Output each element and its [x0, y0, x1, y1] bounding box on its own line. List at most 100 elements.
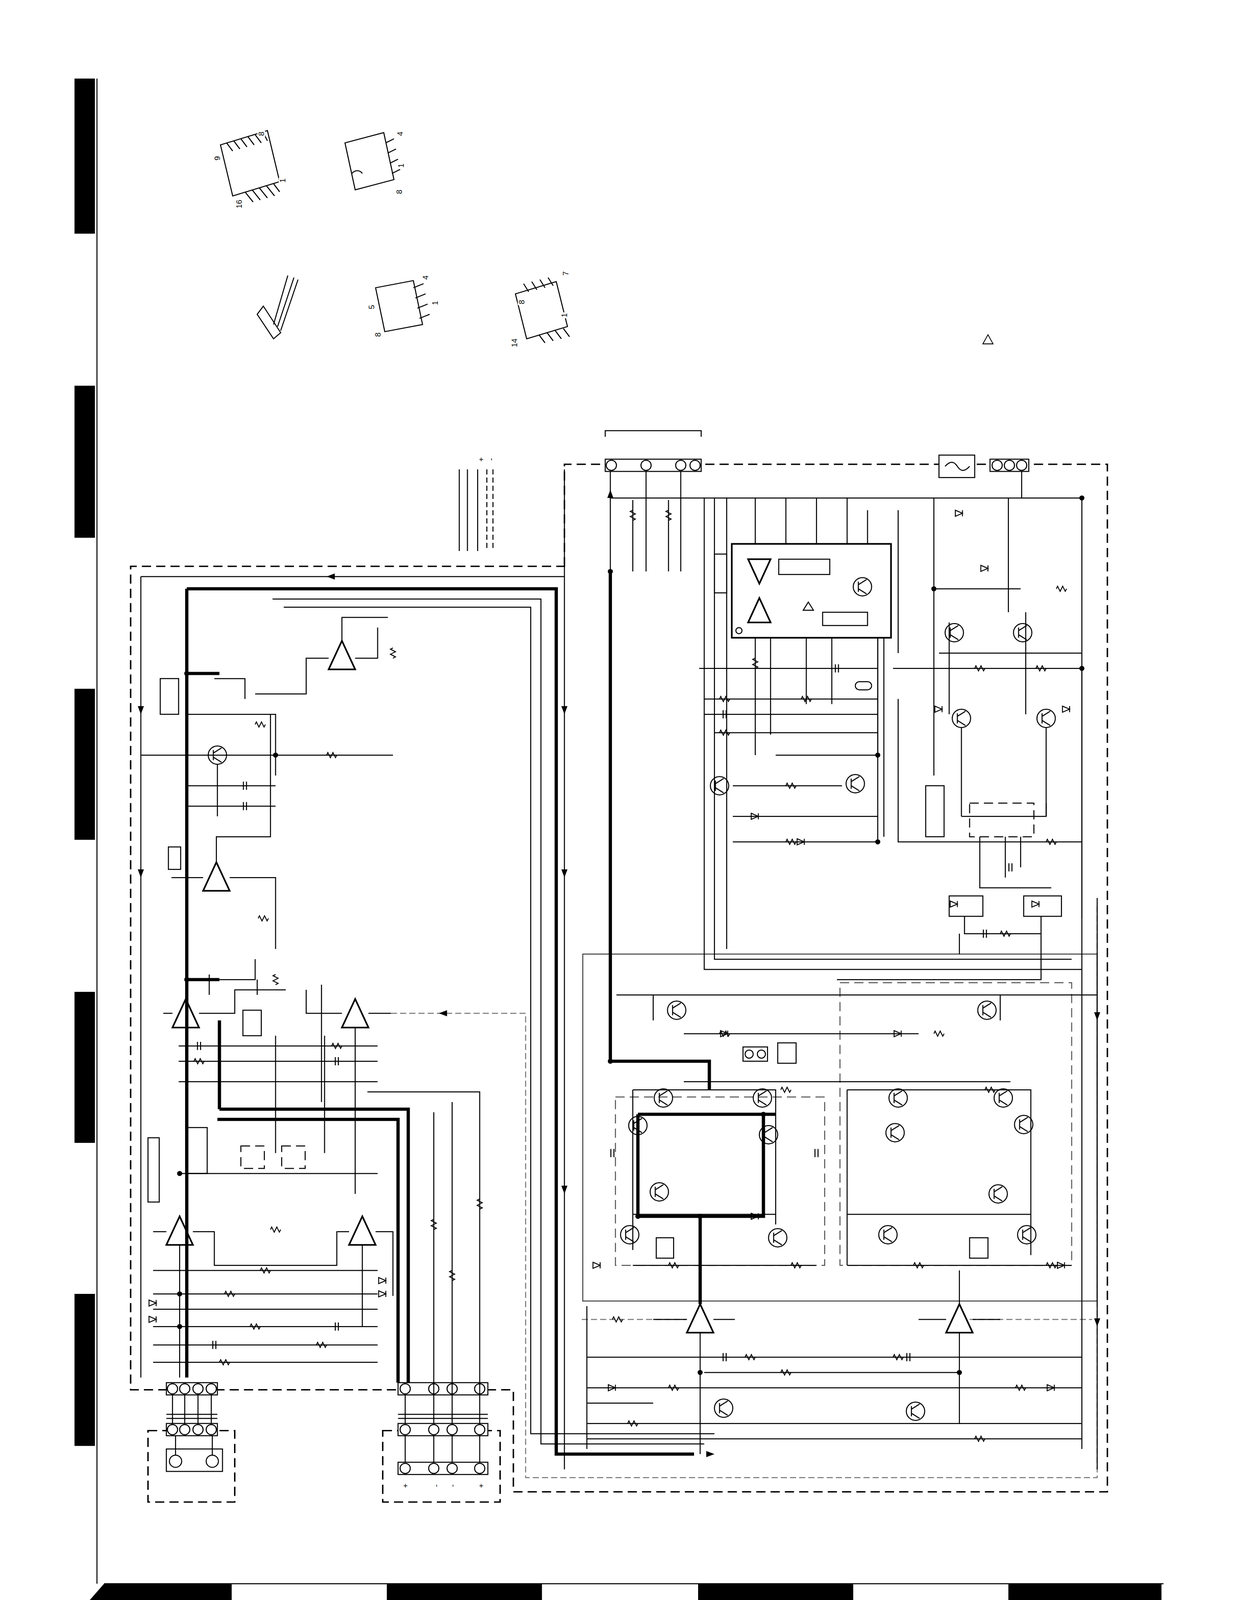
wire — [272, 599, 715, 1445]
component-outline — [925, 786, 945, 838]
component-symbol — [686, 1304, 714, 1334]
terminal-circle — [675, 460, 687, 471]
pin-number: 1 — [560, 312, 569, 319]
part-symbol — [255, 722, 266, 728]
part-symbol — [815, 1149, 819, 1158]
part-symbol — [1057, 1262, 1065, 1269]
wire — [893, 471, 1082, 920]
terminal-circle — [640, 460, 652, 471]
symbol-group — [147, 543, 1098, 1302]
part-symbol — [260, 1268, 271, 1274]
component-symbol — [328, 640, 356, 670]
part-symbol — [714, 1399, 734, 1418]
part-symbol — [219, 1359, 230, 1365]
part-symbol — [1013, 623, 1032, 643]
part-symbol — [273, 974, 279, 986]
part-symbol — [612, 1317, 623, 1323]
part-symbol — [885, 1123, 905, 1143]
component-outline — [168, 847, 181, 871]
part-symbol — [768, 1228, 788, 1248]
terminal-circle — [167, 1383, 178, 1395]
terminal-circle — [192, 1424, 204, 1436]
part-symbol — [906, 1402, 925, 1422]
wire — [130, 464, 1108, 1493]
terminal-circle — [169, 1455, 182, 1468]
part-symbol — [665, 510, 671, 521]
wire — [561, 869, 568, 878]
part-symbol — [1017, 1225, 1037, 1245]
component-symbol — [375, 280, 423, 333]
part-symbol — [1047, 1384, 1055, 1392]
wire — [137, 706, 145, 715]
wire — [755, 498, 934, 776]
component-outline — [398, 1383, 489, 1396]
component-outline — [822, 612, 868, 626]
terminal-circle — [1079, 495, 1085, 501]
part-symbol — [786, 783, 797, 789]
component-outline — [714, 554, 727, 594]
terminal-circle — [428, 1463, 440, 1475]
wire — [706, 1451, 715, 1458]
symbol-group — [141, 576, 715, 1445]
pin-number: 5 — [367, 304, 376, 311]
wire — [945, 462, 970, 471]
terminal-circle — [184, 977, 190, 983]
part-symbol — [780, 1370, 792, 1376]
terminal-circle — [400, 1383, 411, 1395]
part-symbol — [378, 1277, 387, 1285]
part-symbol — [630, 510, 636, 521]
part-symbol — [894, 1031, 902, 1038]
terminal-circle — [206, 1424, 217, 1436]
terminal-circle — [606, 460, 617, 471]
wire — [186, 588, 695, 1455]
component-outline — [382, 1431, 501, 1503]
component-outline — [147, 1138, 160, 1203]
component-outline — [186, 1127, 208, 1174]
part-symbol — [335, 1322, 339, 1331]
wire — [153, 1232, 394, 1297]
symbol-group — [176, 495, 1085, 1376]
part-symbol — [331, 1043, 343, 1049]
component-outline — [398, 1462, 489, 1475]
part-symbol — [786, 839, 797, 845]
part-symbol — [974, 1436, 986, 1442]
component-outline — [778, 559, 831, 575]
symbol-group — [564, 469, 1098, 1470]
part-symbol — [212, 1341, 216, 1350]
component-outline — [777, 1043, 797, 1064]
part-symbol — [950, 901, 958, 908]
terminal-circle — [1016, 460, 1027, 471]
part-symbol — [753, 1089, 773, 1108]
part-symbol — [258, 915, 269, 921]
polarity-sign: - — [487, 457, 495, 462]
part-symbol — [1036, 709, 1056, 729]
terminal-circle — [931, 586, 937, 592]
wire — [186, 673, 220, 980]
component-outline — [166, 1423, 218, 1437]
part-symbol — [906, 1353, 910, 1362]
pin-number: 8 — [373, 331, 382, 338]
terminal-circle — [757, 1050, 766, 1059]
component-symbol — [342, 999, 369, 1028]
part-symbol — [668, 1385, 680, 1391]
part-symbol — [974, 665, 986, 671]
component-symbol — [349, 1216, 377, 1246]
part-symbol — [316, 1342, 328, 1348]
component-outline — [656, 1237, 674, 1259]
part-symbol — [853, 577, 872, 597]
component-outline — [74, 78, 95, 234]
part-symbol — [723, 1353, 727, 1362]
wire — [97, 78, 1164, 1585]
wire — [141, 576, 565, 1378]
component-outline — [698, 1584, 854, 1600]
part-symbol — [984, 1087, 996, 1093]
terminal-circle — [697, 1213, 703, 1219]
part-symbol — [791, 1262, 802, 1268]
terminal-circle — [176, 1171, 182, 1177]
wire — [803, 602, 814, 611]
wire — [586, 1333, 1082, 1455]
part-symbol — [477, 1199, 483, 1210]
component-outline — [398, 1423, 489, 1437]
polarity-sign: - — [448, 1483, 456, 1489]
part-symbol — [390, 648, 396, 659]
